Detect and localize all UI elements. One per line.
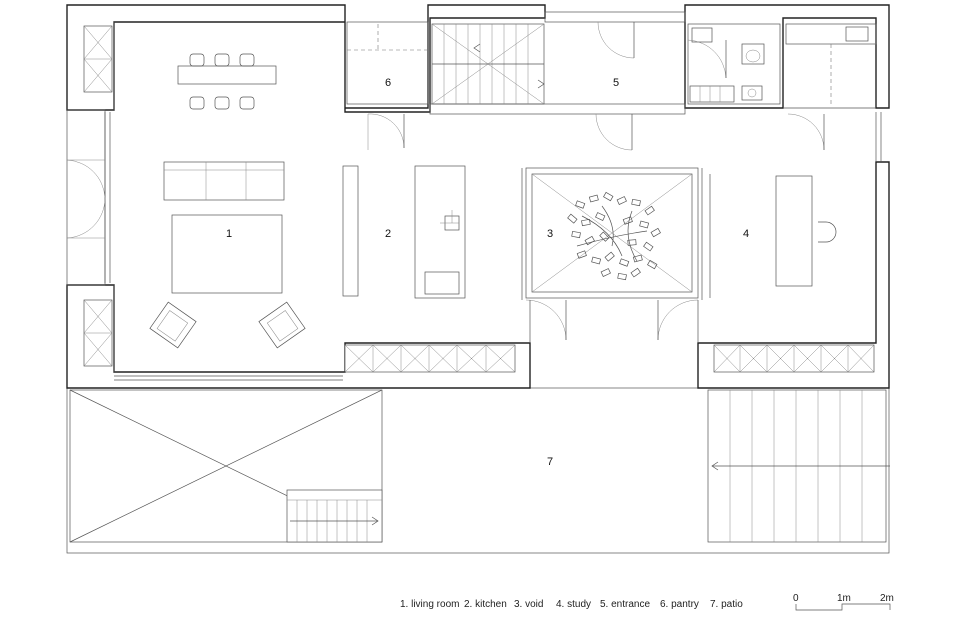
legend-item-void: 3. void — [514, 599, 543, 610]
legend-item-pantry: 6. pantry — [660, 599, 699, 610]
left-openings — [66, 112, 343, 381]
tree-canopy — [567, 191, 661, 281]
entrance-doors — [595, 21, 635, 151]
legend-item-patio: 7. patio — [710, 599, 743, 610]
rug — [171, 214, 283, 294]
legend-item-entrance: 5. entrance — [600, 599, 650, 610]
scale-label-1m: 1m — [837, 593, 851, 604]
room-number-void: 3 — [547, 228, 553, 240]
main-stair — [431, 23, 545, 105]
legend-item-living-room: 1. living room — [400, 599, 459, 610]
room-number-study: 4 — [743, 228, 749, 240]
kitchen-fixtures — [342, 165, 466, 299]
void-courtyard — [521, 167, 703, 343]
sofa — [163, 161, 285, 201]
scale-label-2m: 2m — [880, 593, 894, 604]
room-number-kitchen: 2 — [385, 228, 391, 240]
room-number-living: 1 — [226, 228, 232, 240]
armchairs — [149, 301, 306, 349]
legend: 1. living room 2. kitchen 3. void 4. stu… — [400, 599, 743, 610]
patio-area — [66, 387, 890, 554]
room-number-patio: 7 — [547, 456, 553, 468]
wc-bath — [687, 23, 877, 151]
storage-cubbies — [83, 25, 875, 373]
room-number-entrance: 5 — [613, 77, 619, 89]
dining-table — [177, 53, 277, 110]
legend-item-kitchen: 2. kitchen — [464, 599, 507, 610]
scale-bar: 0 1m 2m — [793, 593, 894, 611]
scale-label-0: 0 — [793, 593, 799, 604]
pantry — [346, 21, 429, 150]
room-number-pantry: 6 — [385, 77, 391, 89]
legend-item-study: 4. study — [556, 599, 591, 610]
patio-right-stair — [711, 390, 890, 542]
study-desk — [709, 112, 882, 298]
patio-stair-treads — [287, 499, 382, 542]
